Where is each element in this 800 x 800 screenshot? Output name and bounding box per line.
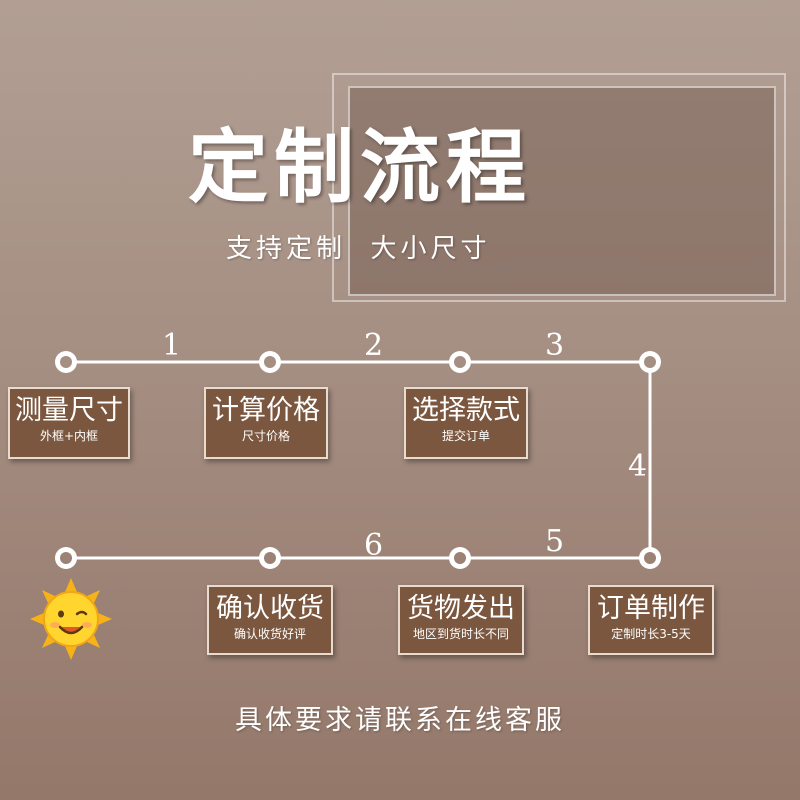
node-bottom-4: [639, 547, 661, 569]
smiling-sun-icon: [30, 578, 112, 660]
step-box-shipping: 货物发出 地区到货时长不同: [398, 585, 524, 655]
step-box-title: 确认收货: [216, 593, 324, 624]
step-box-note: 外框+内框: [39, 429, 99, 443]
step-box-production: 订单制作 定制时长3-5天: [588, 585, 714, 655]
step-number-1: 1: [162, 328, 181, 363]
step-box-note: 地区到货时长不同: [412, 627, 509, 641]
step-box-note: 定制时长3-5天: [611, 627, 691, 641]
step-number-3: 3: [545, 328, 564, 363]
page-subtitle: 支持定制 大小尺寸: [226, 234, 491, 264]
step-box-title: 货物发出: [407, 593, 515, 624]
node-top-3: [449, 351, 471, 373]
node-top-2: [259, 351, 281, 373]
step-box-note: 尺寸价格: [241, 429, 290, 443]
node-bottom-1: [55, 547, 77, 569]
node-top-1: [55, 351, 77, 373]
contact-note: 具体要求请联系在线客服: [235, 705, 565, 736]
step-box-title: 选择款式: [412, 395, 520, 426]
flow-connectors: [66, 360, 652, 560]
step-box-title: 计算价格: [212, 395, 320, 426]
step-number-5: 5: [545, 524, 564, 559]
decorative-frame-inner: [348, 86, 776, 296]
flow-nodes: [55, 351, 661, 569]
step-box-note: 提交订单: [441, 429, 490, 443]
step-number-6: 6: [364, 528, 383, 563]
step-box-measure: 测量尺寸 外框+内框: [8, 387, 130, 459]
step-number-2: 2: [364, 328, 383, 363]
step-box-title: 订单制作: [597, 593, 705, 624]
step-box-style: 选择款式 提交订单: [404, 387, 528, 459]
step-box-receive: 确认收货 确认收货好评: [207, 585, 333, 655]
node-bottom-2: [259, 547, 281, 569]
step-box-price: 计算价格 尺寸价格: [204, 387, 328, 459]
decorative-frame-outer: [332, 73, 786, 302]
step-box-note: 确认收货好评: [233, 627, 306, 641]
node-top-4: [639, 351, 661, 373]
page-title: 定制流程: [188, 121, 532, 214]
step-number-4: 4: [628, 449, 647, 484]
step-box-title: 测量尺寸: [15, 395, 123, 426]
node-bottom-3: [449, 547, 471, 569]
